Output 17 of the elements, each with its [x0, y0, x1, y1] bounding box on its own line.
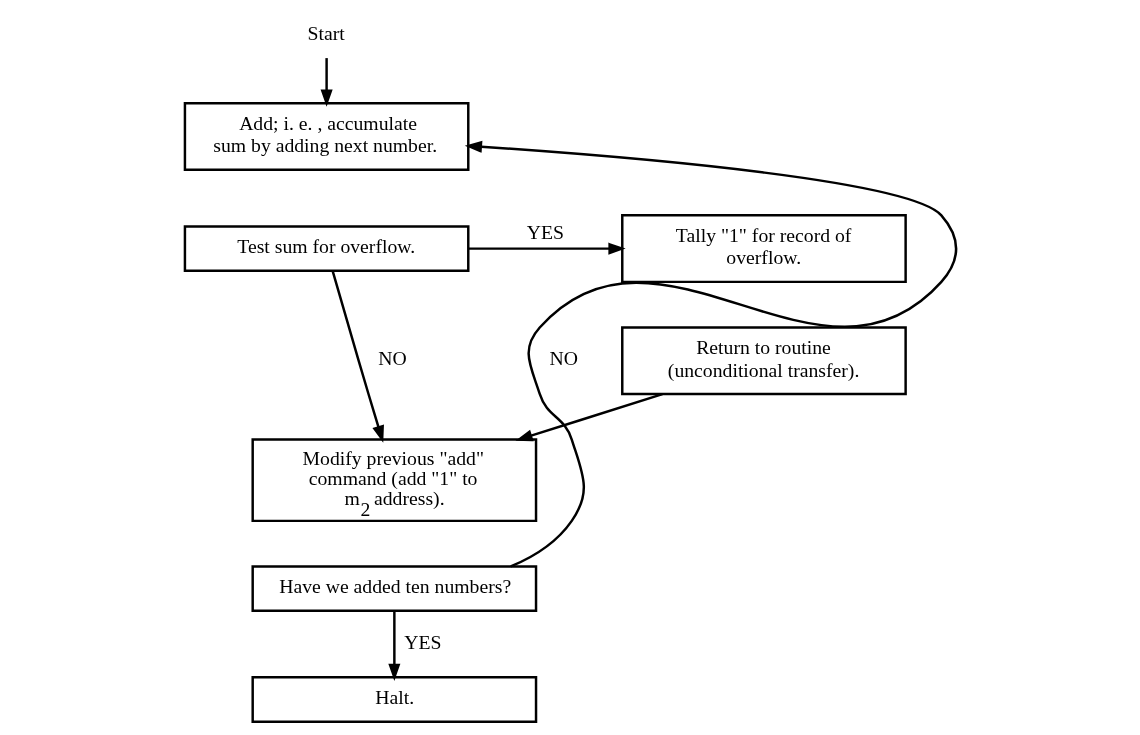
- node-box: Add; i. e. , accumulate sum by adding next number.: [183, 102, 469, 171]
- arrow: [468, 242, 626, 255]
- node-box: Halt.: [250, 676, 537, 723]
- edge-label: NO: [549, 347, 578, 370]
- node-box: Tally "1" for record of overflow.: [620, 214, 907, 284]
- edge-label: YES: [403, 630, 441, 653]
- node-box: Have we added ten numbers?: [250, 565, 537, 613]
- edge-label: YES: [526, 220, 564, 243]
- node-text: Start: [307, 22, 345, 45]
- arrow: [464, 140, 957, 568]
- node-box: Test sum for overflow.: [183, 225, 469, 273]
- arrow: [330, 270, 384, 443]
- node-box: Return to routine (unconditional transfer).: [620, 326, 907, 396]
- arrow: [514, 392, 663, 442]
- edge-label: NO: [377, 347, 407, 370]
- arrow: [320, 58, 333, 107]
- arrow: [387, 611, 400, 681]
